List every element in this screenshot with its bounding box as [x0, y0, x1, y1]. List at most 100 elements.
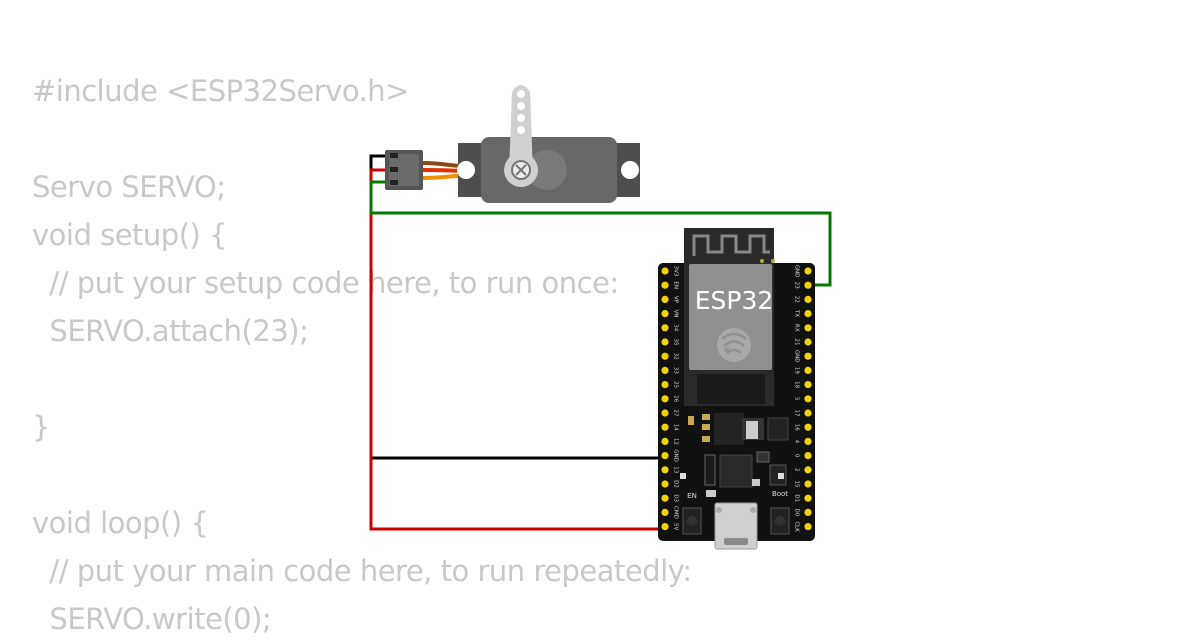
- wifi-module: ESP32: [684, 228, 775, 406]
- right-pin-label: GND: [794, 350, 800, 363]
- left-pin[interactable]: [661, 310, 669, 318]
- circuit-diagram: ESP32 3V3ENVPVN343532332526271412GND13D2…: [369, 85, 832, 550]
- left-pin[interactable]: [661, 452, 669, 460]
- left-pin-label: EN: [673, 281, 679, 289]
- left-pin-label: CMD: [673, 506, 679, 519]
- right-pin-label: 21: [794, 339, 800, 346]
- boot-button[interactable]: [770, 507, 790, 535]
- servo-connector: [385, 150, 423, 190]
- right-pin-label: 15: [794, 481, 800, 488]
- board-components: EN Boot: [680, 413, 789, 500]
- right-pin[interactable]: [804, 452, 812, 460]
- left-pin-label: 33: [673, 367, 679, 374]
- vcc-wire[interactable]: [369, 168, 665, 531]
- right-pin-label: 2: [794, 468, 800, 472]
- right-pin[interactable]: [804, 281, 812, 289]
- left-pin[interactable]: [661, 409, 669, 417]
- right-pin[interactable]: [804, 381, 812, 389]
- left-pin-label: 5V: [673, 523, 679, 530]
- left-pin-label: VP: [673, 296, 679, 304]
- en-button[interactable]: [682, 507, 702, 535]
- left-pin-label: 32: [673, 353, 679, 360]
- code-line: // put your setup code here, to run once…: [32, 266, 619, 300]
- left-pin[interactable]: [661, 366, 669, 374]
- right-pin[interactable]: [804, 310, 812, 318]
- right-pin-label: RX: [794, 324, 800, 332]
- left-pin[interactable]: [661, 523, 669, 531]
- left-pin[interactable]: [661, 295, 669, 303]
- left-pin-header: 3V3ENVPVN343532332526271412GND13D2D3CMD5…: [661, 266, 679, 531]
- servo-motor[interactable]: [385, 85, 640, 203]
- code-line: // put your main code here, to run repea…: [32, 554, 692, 588]
- left-pin[interactable]: [661, 352, 669, 360]
- left-pin-label: 25: [673, 381, 679, 388]
- left-pin[interactable]: [661, 395, 669, 403]
- servo-body: [457, 137, 640, 203]
- left-pin[interactable]: [661, 480, 669, 488]
- right-pin-label: 0: [794, 454, 800, 458]
- left-pin[interactable]: [661, 338, 669, 346]
- left-pin-label: 34: [673, 324, 679, 331]
- micro-usb-port: [714, 502, 758, 550]
- right-pin-label: D0: [794, 509, 800, 517]
- left-pin-label: 3V3: [673, 266, 679, 277]
- right-pin[interactable]: [804, 494, 812, 502]
- right-pin-label: D1: [794, 494, 800, 502]
- code-line: void loop() {: [32, 506, 209, 540]
- right-pin-label: 17: [794, 410, 800, 417]
- left-pin[interactable]: [661, 267, 669, 275]
- signal-wire[interactable]: [369, 180, 832, 287]
- right-pin[interactable]: [804, 523, 812, 531]
- right-pin-label: TX: [794, 309, 800, 317]
- left-pin-label: D2: [673, 480, 679, 488]
- left-pin-label: 13: [673, 466, 679, 473]
- left-pin-label: 27: [673, 410, 679, 417]
- espressif-logo-icon: [717, 328, 751, 362]
- right-pin[interactable]: [804, 508, 812, 516]
- right-pin-label: 16: [794, 424, 800, 431]
- right-pin[interactable]: [804, 437, 812, 445]
- left-pin[interactable]: [661, 437, 669, 445]
- right-pin[interactable]: [804, 466, 812, 474]
- wires: [369, 154, 832, 531]
- left-pin[interactable]: [661, 466, 669, 474]
- right-pin[interactable]: [804, 338, 812, 346]
- left-pin-label: VN: [673, 310, 679, 318]
- right-pin[interactable]: [804, 423, 812, 431]
- code-line: void setup() {: [32, 218, 227, 252]
- code-line: }: [32, 410, 50, 444]
- right-pin[interactable]: [804, 295, 812, 303]
- code-line: #include <ESP32Servo.h>: [32, 74, 409, 108]
- left-pin-label: 12: [673, 438, 679, 445]
- right-pin-label: 5: [794, 397, 800, 401]
- left-pin[interactable]: [661, 508, 669, 516]
- right-pin[interactable]: [804, 409, 812, 417]
- left-pin-label: D3: [673, 494, 679, 502]
- left-pin[interactable]: [661, 494, 669, 502]
- right-pin[interactable]: [804, 395, 812, 403]
- right-pin-label: 22: [794, 296, 800, 303]
- chip-label: ESP32: [695, 286, 774, 315]
- right-pin-label: CLK: [794, 521, 800, 532]
- right-pin-label: GND: [794, 265, 800, 278]
- right-pin[interactable]: [804, 324, 812, 332]
- right-pin-label: 23: [794, 282, 800, 289]
- right-pin-label: 4: [794, 440, 800, 444]
- right-pin-label: 19: [794, 367, 800, 374]
- en-button-label: EN: [687, 492, 697, 500]
- code-line: SERVO.attach(23);: [32, 314, 309, 348]
- right-pin[interactable]: [804, 352, 812, 360]
- left-pin-label: 35: [673, 339, 679, 346]
- left-pin[interactable]: [661, 281, 669, 289]
- code-line: Servo SERVO;: [32, 170, 226, 204]
- left-pin-label: GND: [673, 449, 679, 462]
- left-pin[interactable]: [661, 423, 669, 431]
- left-pin[interactable]: [661, 324, 669, 332]
- right-pin[interactable]: [804, 267, 812, 275]
- left-pin-label: 26: [673, 395, 679, 402]
- esp32-board[interactable]: ESP32 3V3ENVPVN343532332526271412GND13D2…: [658, 228, 815, 550]
- right-pin[interactable]: [804, 480, 812, 488]
- left-pin[interactable]: [661, 381, 669, 389]
- right-pin[interactable]: [804, 366, 812, 374]
